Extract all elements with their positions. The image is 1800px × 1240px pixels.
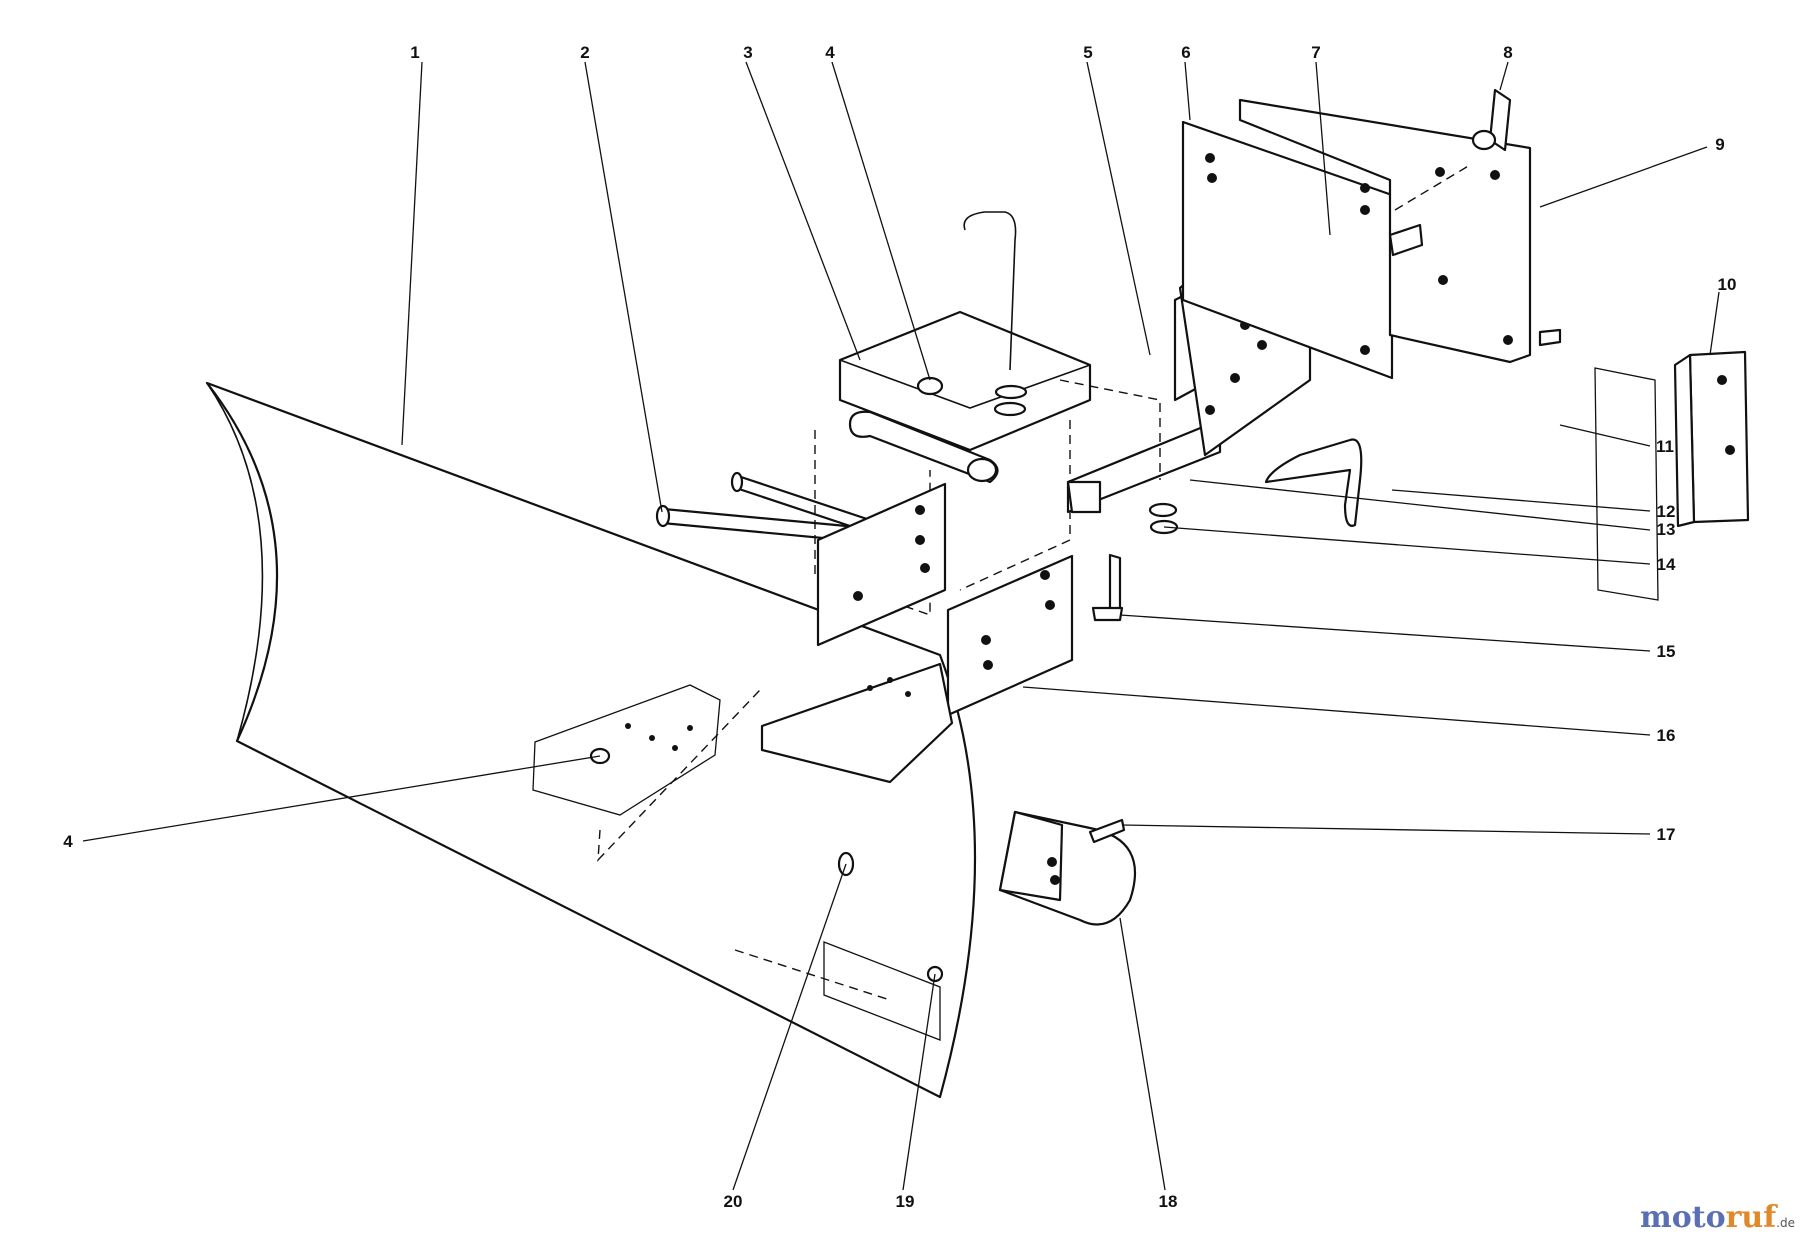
callout-9: 9 (1715, 135, 1724, 154)
watermark-suffix: .de (1776, 1216, 1795, 1230)
callout-8: 8 (1503, 43, 1512, 62)
callout-1: 1 (410, 43, 419, 62)
callout-17: 17 (1657, 825, 1676, 844)
watermark-brand-b: ruf (1726, 1200, 1779, 1235)
callout-2: 2 (580, 43, 589, 62)
watermark-logo: motoruf.de (1640, 1200, 1795, 1235)
callout-18: 18 (1159, 1192, 1178, 1211)
callout-3: 3 (743, 43, 752, 62)
callout-16: 16 (1657, 726, 1676, 745)
callout-13: 13 (1657, 520, 1676, 539)
watermark-brand-a: moto (1640, 1200, 1726, 1235)
callout-11: 11 (1656, 437, 1674, 456)
mount-plates (760, 482, 1074, 784)
callout-4-left: 4 (63, 832, 73, 851)
callout-14: 14 (1657, 555, 1676, 574)
callout-4-top: 4 (825, 43, 835, 62)
side-strap (1594, 350, 1750, 601)
frame-plates (1181, 98, 1532, 380)
callout-7: 7 (1311, 43, 1320, 62)
pivot-bracket (814, 310, 1092, 616)
callouts: 1 2 3 4 4 5 6 7 8 9 10 11 12 13 14 15 16… (63, 43, 1736, 1211)
svg-text:motoruf.de: motoruf.de (1640, 1200, 1795, 1235)
callout-15: 15 (1657, 642, 1676, 661)
callout-19: 19 (896, 1192, 915, 1211)
callout-10: 10 (1718, 275, 1737, 294)
callout-20: 20 (724, 1192, 743, 1211)
callout-6: 6 (1181, 43, 1190, 62)
leader-lines (82, 61, 1720, 1191)
blade (205, 381, 977, 1099)
callout-12: 12 (1657, 502, 1676, 521)
callout-5: 5 (1083, 43, 1092, 62)
